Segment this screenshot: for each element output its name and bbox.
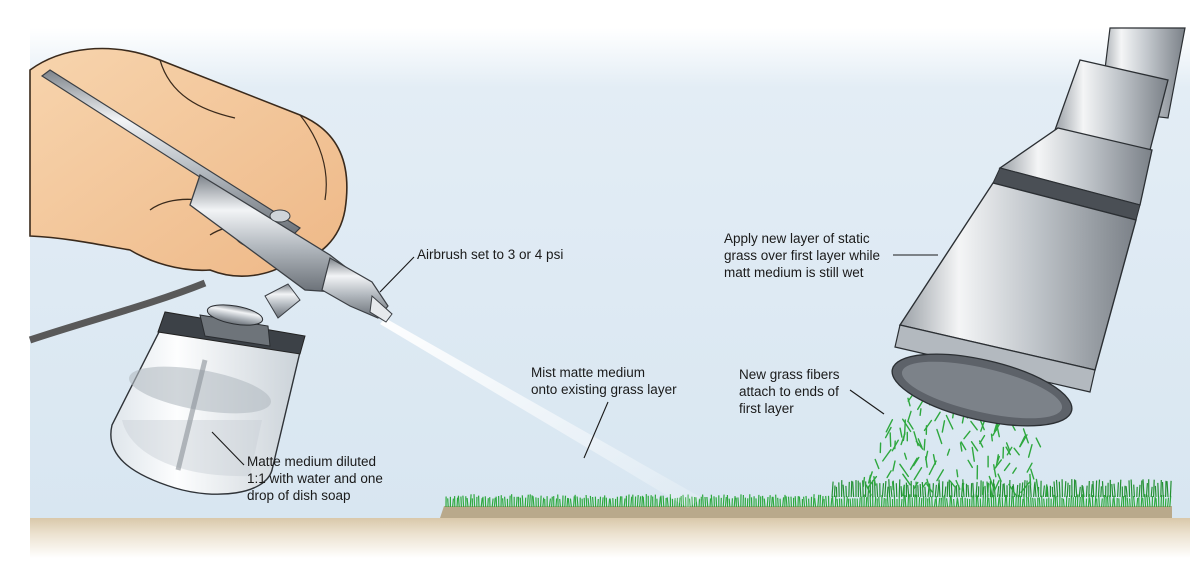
existing-grass-layer — [440, 493, 1172, 518]
airbrush-icon — [40, 69, 393, 323]
airbrush-callout: Airbrush set to 3 or 4 psi — [417, 247, 564, 262]
leader-lines — [211, 254, 938, 466]
apply-static-grass-callout: Apply new layer of static grass over fir… — [724, 231, 881, 280]
spray-mist — [380, 318, 702, 508]
mist-callout: Mist matte medium onto existing grass la… — [531, 365, 677, 397]
medium-leader-line — [211, 431, 245, 466]
new-grass-layer — [831, 479, 1172, 498]
airbrush-leader-line — [379, 256, 415, 293]
air-hose — [28, 279, 207, 344]
fibers-leader-line — [849, 389, 885, 415]
grass-fibers-callout: New grass fibers attach to ends of first… — [739, 367, 840, 416]
mist-leader-line — [583, 401, 609, 459]
paint-jar-icon — [110, 304, 306, 495]
static-grass-applicator-icon — [891, 27, 1186, 427]
tabletop-surface — [30, 518, 1190, 558]
matte-medium-callout: Matte medium diluted 1:1 with water and … — [247, 454, 383, 503]
